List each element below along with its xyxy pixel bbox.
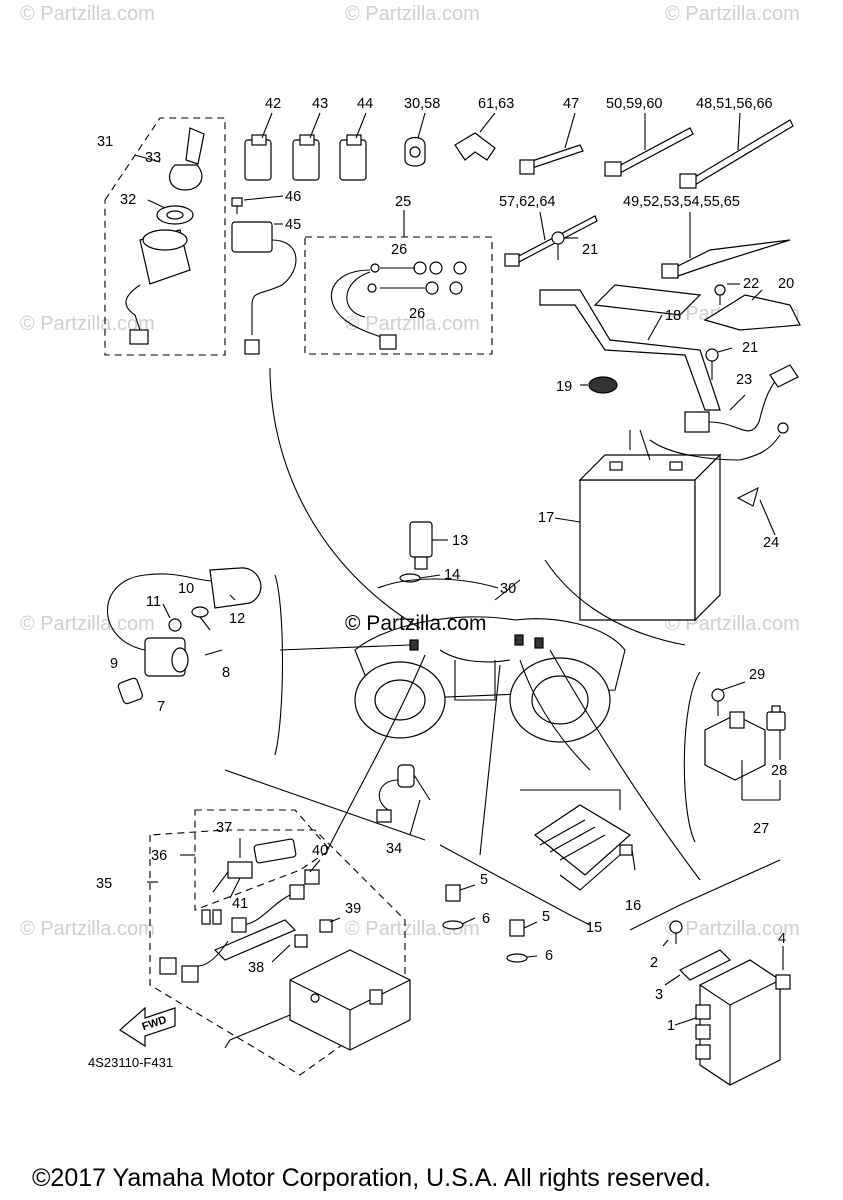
callout-6a: 6 [482,911,490,927]
callout-23: 23 [736,372,752,388]
callout-34: 34 [386,841,402,857]
callout-26a: 26 [391,242,407,258]
fuse-box-group: FWD [119,769,426,1076]
callout-44: 44 [357,96,373,112]
callout-21b: 21 [742,340,758,356]
callout-11: 11 [146,594,161,610]
callout-20: 20 [778,276,794,292]
callout-4: 4 [778,931,786,947]
callout-16: 16 [625,898,641,914]
callout-3: 3 [655,987,663,1003]
callout-9: 9 [110,656,118,672]
watermark: © Partzilla.com [345,918,480,940]
ignition-coil-group [107,567,284,756]
connectors-group [231,112,367,355]
callout-43: 43 [312,96,328,112]
watermark: © Partzilla.com [665,613,800,635]
callout-38: 38 [248,960,264,976]
callout-29: 29 [749,667,765,683]
callout-2: 2 [650,955,658,971]
callout-36: 36 [151,848,167,864]
callout-47: 47 [563,96,579,112]
ecu-group [629,859,791,1086]
callout-41: 41 [232,896,248,912]
callout-numbers: 1 2 3 4 5 5 6 6 7 8 9 10 11 12 13 14 15 … [96,96,794,1034]
callout-12: 12 [229,611,245,627]
watermark: © Partzilla.com [20,3,155,25]
callout-26b: 26 [409,306,425,322]
callout-46: 46 [285,189,301,205]
callout-31: 31 [97,134,113,150]
copyright-notice: ©2017 Yamaha Motor Corporation, U.S.A. A… [32,1164,711,1192]
callout-21a: 21 [582,242,598,258]
callout-1: 1 [667,1018,675,1034]
diagram-code: 4S23110-F431 [88,1055,173,1070]
callout-19: 19 [556,379,572,395]
watermark: © Partzilla.com [345,3,480,25]
watermarks: © Partzilla.com © Partzilla.com © Partzi… [20,3,800,940]
callout-57-62-64: 57,62,64 [499,194,555,210]
callout-35: 35 [96,876,112,892]
watermark: © Partzilla.com [20,313,155,335]
callout-13: 13 [452,533,468,549]
battery-group [544,364,799,646]
sensor-group [377,521,499,589]
callout-14: 14 [444,567,460,583]
callout-7: 7 [157,699,165,715]
callout-32: 32 [120,192,136,208]
callout-27: 27 [753,821,769,837]
callout-25: 25 [395,194,411,210]
watermark: © Partzilla.com [665,918,800,940]
callout-30-58: 30,58 [404,96,440,112]
callout-15: 15 [586,920,602,936]
rectifier-group [376,764,636,963]
callout-45: 45 [285,217,301,233]
watermark: © Partzilla.com [665,3,800,25]
callout-6b: 6 [545,948,553,964]
atv-outline: © Partzilla.com [269,367,701,881]
callout-33: 33 [145,150,161,166]
watermark: © Partzilla.com [345,313,480,335]
callout-28: 28 [771,763,787,779]
callout-18: 18 [665,308,681,324]
callout-24: 24 [763,535,779,551]
callout-10: 10 [178,581,194,597]
partzilla-logo: © Partzilla.com [345,612,487,635]
callout-61-63: 61,63 [478,96,514,112]
callout-17: 17 [538,510,554,526]
callout-50-59-60: 50,59,60 [606,96,662,112]
callout-30: 30 [500,581,516,597]
battery-bracket-group [539,231,801,411]
wire-harness-subgroup [304,210,493,355]
watermark: © Partzilla.com [20,918,155,940]
callout-48-51-56-66: 48,51,56,66 [696,96,773,112]
watermark: © Partzilla.com [20,613,155,635]
main-switch-group [104,117,226,356]
callout-22: 22 [743,276,759,292]
callout-49-52-53-54-55-65: 49,52,53,54,55,65 [623,194,740,210]
callout-37: 37 [216,820,232,836]
callout-42: 42 [265,96,281,112]
callout-40: 40 [312,843,328,859]
callout-39: 39 [345,901,361,917]
callout-5b: 5 [542,909,550,925]
starter-relay-group [683,671,786,843]
callout-8: 8 [222,665,230,681]
callout-5a: 5 [480,872,488,888]
